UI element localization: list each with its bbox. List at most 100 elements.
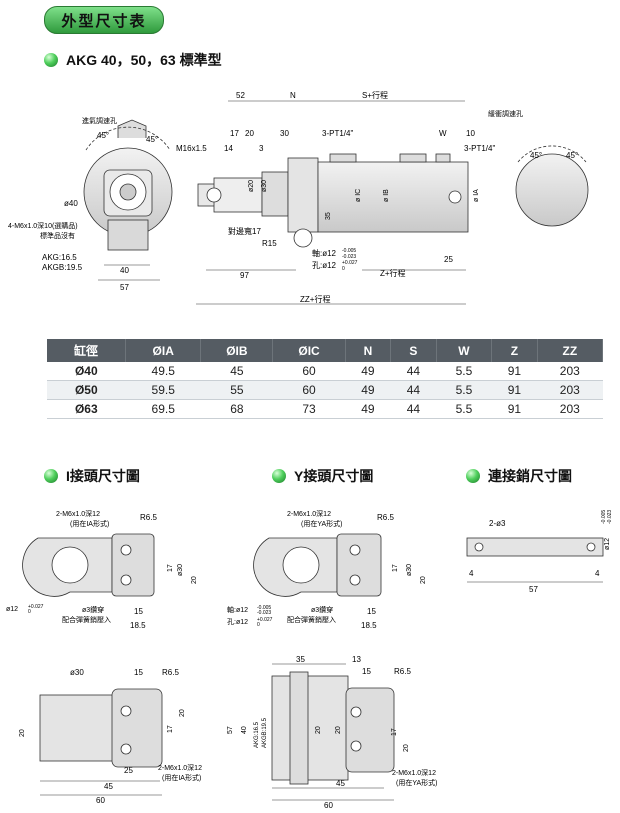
pt-label-1: 3-PT1/4" <box>322 129 353 138</box>
table-cell: 5.5 <box>436 399 492 419</box>
phi-ia-label: ø IA <box>473 189 480 202</box>
ys-dim-57: 57 <box>227 726 234 734</box>
page-title: 外型尺寸表 <box>44 6 164 34</box>
side-view <box>197 153 469 248</box>
col-header: S <box>390 339 437 362</box>
col-header: 缸徑 <box>47 339 127 362</box>
m16-label: M16x1.5 <box>176 144 207 153</box>
is-phi30: ø30 <box>70 668 84 677</box>
section-title-y: Y接頭尺寸圖 <box>272 466 373 486</box>
akg-label: AKG:16.5 <box>42 253 77 262</box>
y-m6-label: 2-M6x1.0深12 <box>287 509 331 518</box>
ys-dim-40: 40 <box>241 726 248 734</box>
table-cell: Ø63 <box>47 399 126 419</box>
table-cell: 73 <box>272 399 346 419</box>
ys-dim-15: 15 <box>362 667 371 676</box>
pin-phi12: ø12 <box>604 538 611 550</box>
pin-phi12-tol-upper: -0.005 <box>601 510 607 524</box>
i-fit-note: 配合彈簧銷壓入 <box>62 615 111 624</box>
col-header: ØIC <box>272 339 346 362</box>
y-hole-tol-upper: +0.027 <box>257 617 273 623</box>
ys-m6: 2-M6x1.0深12 <box>392 768 436 777</box>
pin-drawing: 2-ø3 ø12 -0.005 -0.023 4 4 57 <box>466 510 613 594</box>
y-r65: R6.5 <box>377 513 394 522</box>
i-fit-label: ø3鑽穿 <box>82 605 104 614</box>
phi40-label: ø40 <box>64 199 78 208</box>
dim-s-stroke: S+行程 <box>362 90 388 100</box>
table-cell: 44 <box>390 399 437 419</box>
dim-97: 97 <box>240 271 249 280</box>
table-cell: 45 <box>200 362 273 381</box>
pin-holes: 2-ø3 <box>489 519 506 528</box>
ys-dim-20b: 20 <box>335 726 342 734</box>
zz-stroke-label: ZZ+行程 <box>300 294 330 304</box>
ys-dim-60: 60 <box>324 801 333 808</box>
table-cell: 68 <box>200 399 273 419</box>
front-view-left <box>83 119 173 251</box>
is-dim-45: 45 <box>104 782 113 791</box>
ys-r65: R6.5 <box>394 667 411 676</box>
col-header: W <box>436 339 493 362</box>
table-cell: 5.5 <box>436 380 492 400</box>
y-shaft-tol-lower: -0.023 <box>257 610 271 616</box>
dim-30: 30 <box>280 129 289 138</box>
y-fit-label: ø3鑽穿 <box>311 605 333 614</box>
dim-17: 17 <box>230 129 239 138</box>
i-phi12-tol-upper: +0.027 <box>28 604 44 610</box>
phi-ic-label: ø IC <box>355 189 362 202</box>
ys-dim-17: 17 <box>391 728 398 736</box>
table-cell: 60 <box>272 362 346 381</box>
pin-phi12-tol-lower: -0.023 <box>607 510 613 524</box>
angle-right-view-2: 45° <box>566 151 578 160</box>
is-dim-17: 17 <box>167 725 174 733</box>
dim-14: 14 <box>224 144 233 153</box>
shaft-tol-lower: -0.023 <box>342 254 356 260</box>
table-cell: 44 <box>390 362 437 381</box>
r15-label: R15 <box>262 239 277 248</box>
pt-label-2: 3-PT1/4" <box>464 144 495 153</box>
i-joint-drawing: 2-M6x1.0深12 (用在IA形式) R6.5 17 ø30 20 ø12 … <box>6 509 198 630</box>
table-cell: 69.5 <box>125 399 201 419</box>
ys-akgb: AKGB:19.5 <box>262 717 268 748</box>
table-cell: 91 <box>491 399 538 419</box>
main-cylinder-drawing: 進氣調速孔 45° 45° ø40 4-M6x1.0深10(選購品) 標準品沒有… <box>8 90 589 305</box>
hole-tol-upper: +0.027 <box>342 260 358 266</box>
col-header: ØIA <box>125 339 202 362</box>
y-phi30: ø30 <box>406 564 413 576</box>
i-phi12: ø12 <box>6 606 18 613</box>
is-dim-25: 25 <box>124 766 133 775</box>
i-phi30: ø30 <box>177 564 184 576</box>
y-hole: 孔:ø12 <box>227 618 248 626</box>
is-m6-note: (用在IA形式) <box>162 773 201 782</box>
m6-option-label: 4-M6x1.0深10(選購品) <box>8 221 78 230</box>
table-cell: 5.5 <box>436 362 492 381</box>
ys-m6-note: (用在YA形式) <box>396 778 437 787</box>
phi-ib-label: ø IB <box>383 189 390 202</box>
col-header: N <box>345 339 392 362</box>
air-label: 進氣調速孔 <box>82 116 117 125</box>
dim-3: 3 <box>259 144 264 153</box>
is-m6: 2-M6x1.0深12 <box>158 763 202 772</box>
phi20-label: ø20 <box>248 180 255 192</box>
table-cell: 203 <box>537 380 603 400</box>
is-dim-20: 20 <box>19 729 26 737</box>
dim-n: N <box>290 91 296 100</box>
y-dim-185: 18.5 <box>361 621 377 630</box>
i-dim-17: 17 <box>167 564 174 572</box>
spec-table: 缸徑 ØIA ØIB ØIC N S W Z ZZ Ø40 49.5 45 60… <box>47 339 604 419</box>
angle-right-view-1: 45° <box>530 151 542 160</box>
is-dim-60: 60 <box>96 796 105 805</box>
table-cell: 55 <box>200 380 273 400</box>
table-cell: 203 <box>537 362 603 381</box>
table-cell: 49 <box>345 380 391 400</box>
ys-dim-20c: 20 <box>403 744 410 752</box>
phi30-label: ø30 <box>261 180 268 192</box>
spec-table-header-row: 缸徑 ØIA ØIB ØIC N S W Z ZZ <box>47 339 604 362</box>
y-shaft-tol-upper: -0.005 <box>257 605 271 611</box>
i-dim-185: 18.5 <box>130 621 146 630</box>
green-ball-icon <box>44 469 58 483</box>
section-title-main: AKG 40，50，63 標準型 <box>44 50 222 70</box>
y-joint-side-drawing: 35 13 15 R6.5 57 40 AKG:16.5 AKGB:19.5 2… <box>227 655 437 808</box>
ys-dim-35: 35 <box>296 655 305 664</box>
is-dim-15: 15 <box>134 668 143 677</box>
